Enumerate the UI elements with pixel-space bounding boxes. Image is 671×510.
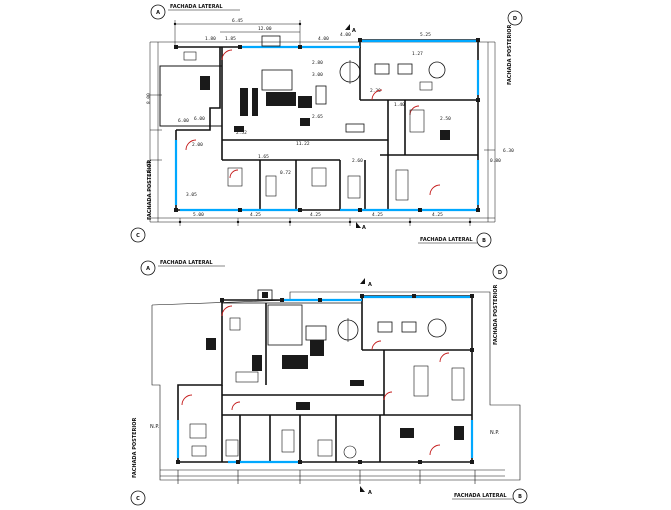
dimension-lines-top bbox=[149, 20, 496, 226]
dim-left-4: 3.05 bbox=[186, 192, 197, 198]
dim-inner-3: 11.22 bbox=[296, 141, 310, 147]
section-cut-top-2: A bbox=[368, 282, 372, 288]
title-right-2: FACHADA POSTERIOR bbox=[493, 285, 499, 345]
elevation-marker-bottom-2 bbox=[512, 488, 528, 504]
dim-inner-4: 2.60 bbox=[352, 158, 363, 164]
dim-top-2: 1.85 bbox=[225, 36, 236, 42]
dim-inner-0: 2.80 bbox=[312, 60, 323, 66]
elevation-marker-top-2 bbox=[140, 260, 156, 276]
elevation-marker-bottom bbox=[476, 232, 492, 248]
dim-top-4: 4.00 bbox=[318, 36, 329, 42]
dim-inner-7: 1.40 bbox=[394, 102, 405, 108]
title-left-2: FACHADA POSTERIOR bbox=[132, 418, 138, 478]
columns-bottom bbox=[176, 294, 474, 464]
site-boundary-bottom bbox=[151, 291, 521, 484]
dim-top-5: 4.00 bbox=[340, 32, 351, 38]
note-right-2: N.P. bbox=[490, 430, 500, 436]
furniture-bottom bbox=[189, 289, 465, 459]
dim-bottom-0: 5.00 bbox=[193, 212, 204, 218]
dim-left-0: 8.00 bbox=[146, 93, 152, 104]
dim-bottom-4: 4.25 bbox=[432, 212, 443, 218]
elevation-marker-top-2-label: A bbox=[146, 266, 150, 272]
dim-inner-9: 2.30 bbox=[370, 88, 381, 94]
elevation-marker-left-label: C bbox=[136, 233, 140, 239]
dim-inner-2: 2.52 bbox=[236, 130, 247, 136]
title-bottom-2: FACHADA LATERAL bbox=[454, 493, 507, 499]
dim-bottom-2: 4.25 bbox=[310, 212, 321, 218]
dim-top-6: 5.25 bbox=[420, 32, 431, 38]
dim-top-7: 1.27 bbox=[412, 51, 423, 57]
elevation-marker-top bbox=[150, 4, 166, 20]
dim-inner-10: 1.65 bbox=[258, 154, 269, 160]
door-swings-top bbox=[185, 49, 441, 196]
section-cut-bottom: A bbox=[362, 225, 366, 231]
elevation-marker-left-2-label: C bbox=[136, 496, 140, 502]
elevation-marker-right-label: D bbox=[513, 16, 517, 22]
dim-bottom-3: 4.25 bbox=[372, 212, 383, 218]
dim-inner-6: 0.72 bbox=[280, 170, 291, 176]
dim-inner-5: 2.65 bbox=[312, 114, 323, 120]
dim-inner-8: 6.00 bbox=[194, 116, 205, 122]
elevation-marker-top-label: A bbox=[156, 10, 160, 16]
dim-inner-1: 3.00 bbox=[312, 72, 323, 78]
door-swings-bottom bbox=[181, 305, 450, 456]
title-bottom: FACHADA LATERAL bbox=[420, 237, 473, 243]
top-floor-plan: A FACHADA LATERAL D FACHADA POSTERIOR C … bbox=[130, 4, 523, 248]
dim-left-1: 6.00 bbox=[178, 118, 189, 124]
title-top: FACHADA LATERAL bbox=[170, 4, 223, 10]
bottom-floor-plan: A FACHADA LATERAL D FACHADA POSTERIOR C … bbox=[130, 260, 528, 506]
elevation-marker-bottom-2-label: B bbox=[518, 494, 522, 500]
dim-top-1: 12.00 bbox=[258, 26, 272, 32]
furniture-top bbox=[183, 35, 450, 201]
title-right: FACHADA POSTERIOR bbox=[507, 25, 513, 85]
dim-top-3: 1.80 bbox=[205, 36, 216, 42]
dim-top-0: 6.45 bbox=[232, 18, 243, 24]
dimension-ticks-top bbox=[173, 22, 472, 224]
elevation-marker-bottom-label: B bbox=[482, 238, 486, 244]
dim-left-2: 6.45 bbox=[146, 161, 152, 172]
dim-right-0: 6.30 bbox=[503, 148, 514, 154]
columns-top bbox=[174, 38, 480, 212]
dim-left-3: 2.00 bbox=[192, 142, 203, 148]
note-left-2: N.P. bbox=[150, 424, 160, 430]
elevation-marker-right-2 bbox=[492, 264, 508, 280]
dim-right-2: 2.50 bbox=[440, 116, 451, 122]
walls-bottom bbox=[177, 295, 473, 463]
elevation-marker-right bbox=[507, 10, 523, 26]
title-top-2: FACHADA LATERAL bbox=[160, 260, 213, 266]
section-cut-top: A bbox=[352, 28, 356, 34]
dim-right-1: 0.80 bbox=[490, 158, 501, 164]
elevation-marker-right-2-label: D bbox=[498, 270, 502, 276]
dim-bottom-1: 4.25 bbox=[250, 212, 261, 218]
section-cut-bottom-2: A bbox=[368, 490, 372, 496]
elevation-marker-left-2 bbox=[130, 490, 146, 506]
elevation-marker-left bbox=[130, 227, 146, 243]
